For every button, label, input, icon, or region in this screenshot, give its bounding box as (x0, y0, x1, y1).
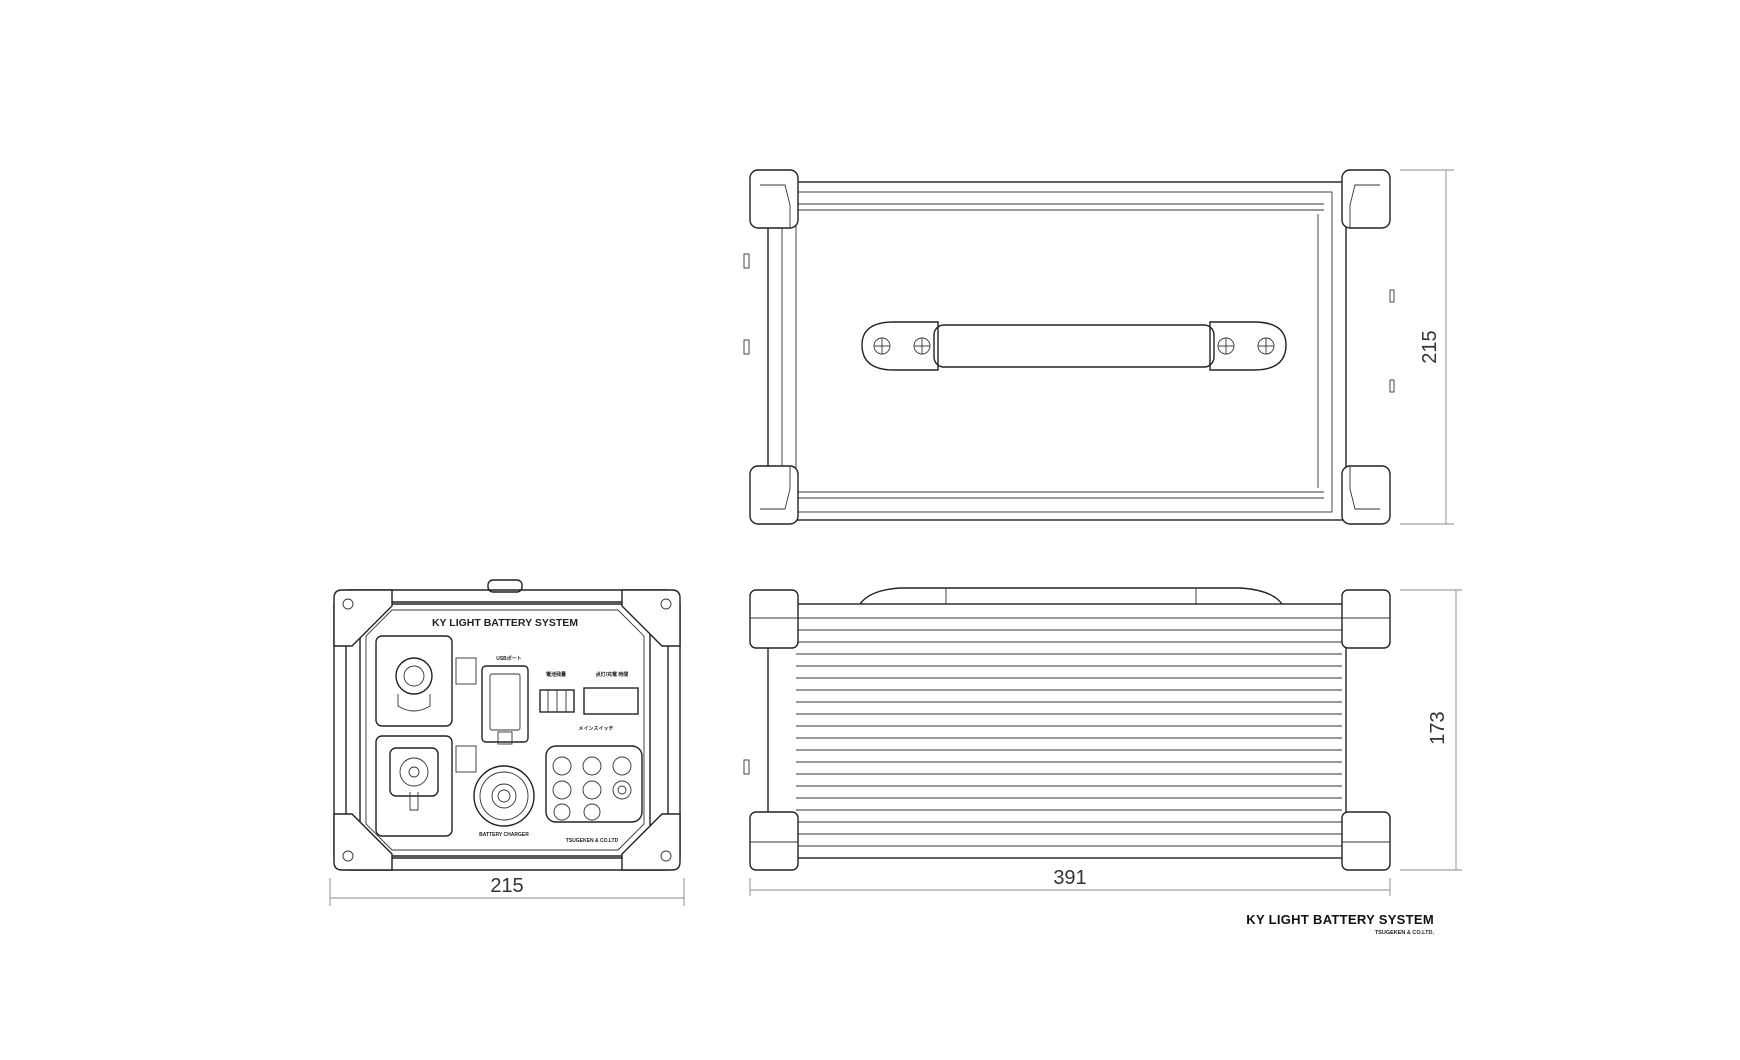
panel-title: KY LIGHT BATTERY SYSTEM (432, 617, 578, 629)
dim-side-length: 391 (1053, 867, 1086, 889)
lighting-time-label: 点灯/充電 時間 (596, 671, 629, 678)
battery-level-label: 電池残量 (546, 671, 566, 678)
maker-label: TSUGEKEN & CO.LTD (566, 838, 619, 844)
side-view-corner-guards (749, 589, 1391, 871)
dim-front-width: 215 (490, 875, 523, 897)
dim-side-height: 173 (1427, 711, 1449, 744)
connector-labels (455, 657, 477, 773)
top-view: 215 (743, 169, 1454, 525)
carry-handle (861, 321, 1287, 371)
title-block: KY LIGHT BATTERY SYSTEM TSUGEKEN & CO.LT… (1246, 912, 1434, 936)
front-view-corner-guards (333, 589, 681, 871)
company-name: TSUGEKEN & CO.LTD. (1374, 930, 1434, 936)
dim-top-depth: 215 (1419, 330, 1441, 363)
charge-input-label: BATTERY CHARGER (479, 832, 529, 838)
usb-port-label: USBポート (496, 655, 522, 662)
side-view: 173 391 (743, 587, 1462, 896)
main-switch-label: メインスイッチ (579, 726, 614, 732)
product-title: KY LIGHT BATTERY SYSTEM (1246, 912, 1434, 927)
top-view-corner-guards (749, 169, 1391, 525)
usb-port: USBポート (481, 655, 529, 745)
side-ribs (796, 617, 1342, 847)
status-display: 電池残量 点灯/充電 時間 (539, 671, 639, 715)
output-connectors (375, 635, 453, 837)
dial-knob (473, 765, 535, 827)
button-panel (545, 745, 643, 823)
front-view: KY LIGHT BATTERY SYSTEM USBポート 電池残量 (329, 579, 685, 906)
